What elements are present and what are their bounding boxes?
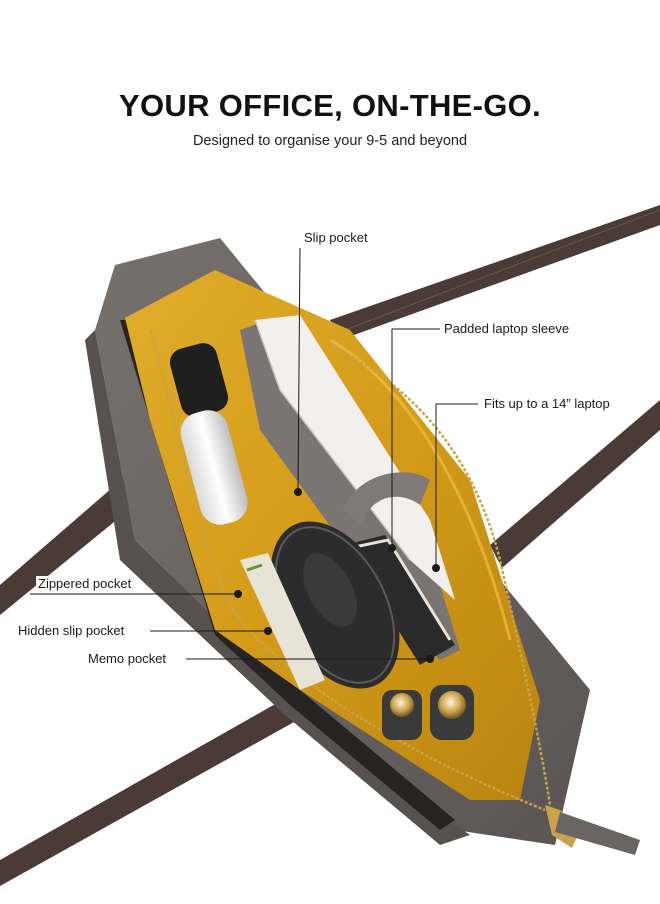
callout-padded-laptop-sleeve: Padded laptop sleeve <box>442 321 572 336</box>
zipper-pull <box>545 805 640 855</box>
callout-memo-pocket: Memo pocket <box>86 651 169 666</box>
slip-pocket-dot <box>294 488 302 496</box>
zipper-line <box>148 329 546 812</box>
callout-hidden-slip-pocket: Hidden slip pocket <box>16 623 127 638</box>
subline: Designed to organise your 9-5 and beyond <box>192 133 468 149</box>
callout-lines <box>30 247 478 660</box>
sleeve-strap <box>342 472 430 525</box>
callout-fits-laptop: Fits up to a 14” laptop <box>482 396 612 411</box>
fits-laptop-dot <box>432 564 440 572</box>
callout-slip-pocket: Slip pocket <box>302 230 370 245</box>
zippered-pocket-dot <box>234 590 242 598</box>
padded-sleeve-dot <box>388 544 396 552</box>
zipper-line-right <box>329 343 552 806</box>
water-bottle <box>169 343 248 525</box>
strap-bottom-left <box>0 690 312 886</box>
headline: YOUR OFFICE, ON-THE-GO. <box>119 88 541 123</box>
strap-top-right <box>330 205 660 340</box>
slip-pocket-leader <box>297 247 301 491</box>
callout-dots <box>234 488 440 663</box>
hidden-slip-dot <box>264 627 272 635</box>
memo-pocket-dot <box>426 655 434 663</box>
memo-booklet <box>240 553 325 690</box>
perfume-bottles <box>382 685 474 740</box>
callout-zippered-pocket: Zippered pocket <box>36 576 134 591</box>
strap-right <box>490 400 660 568</box>
